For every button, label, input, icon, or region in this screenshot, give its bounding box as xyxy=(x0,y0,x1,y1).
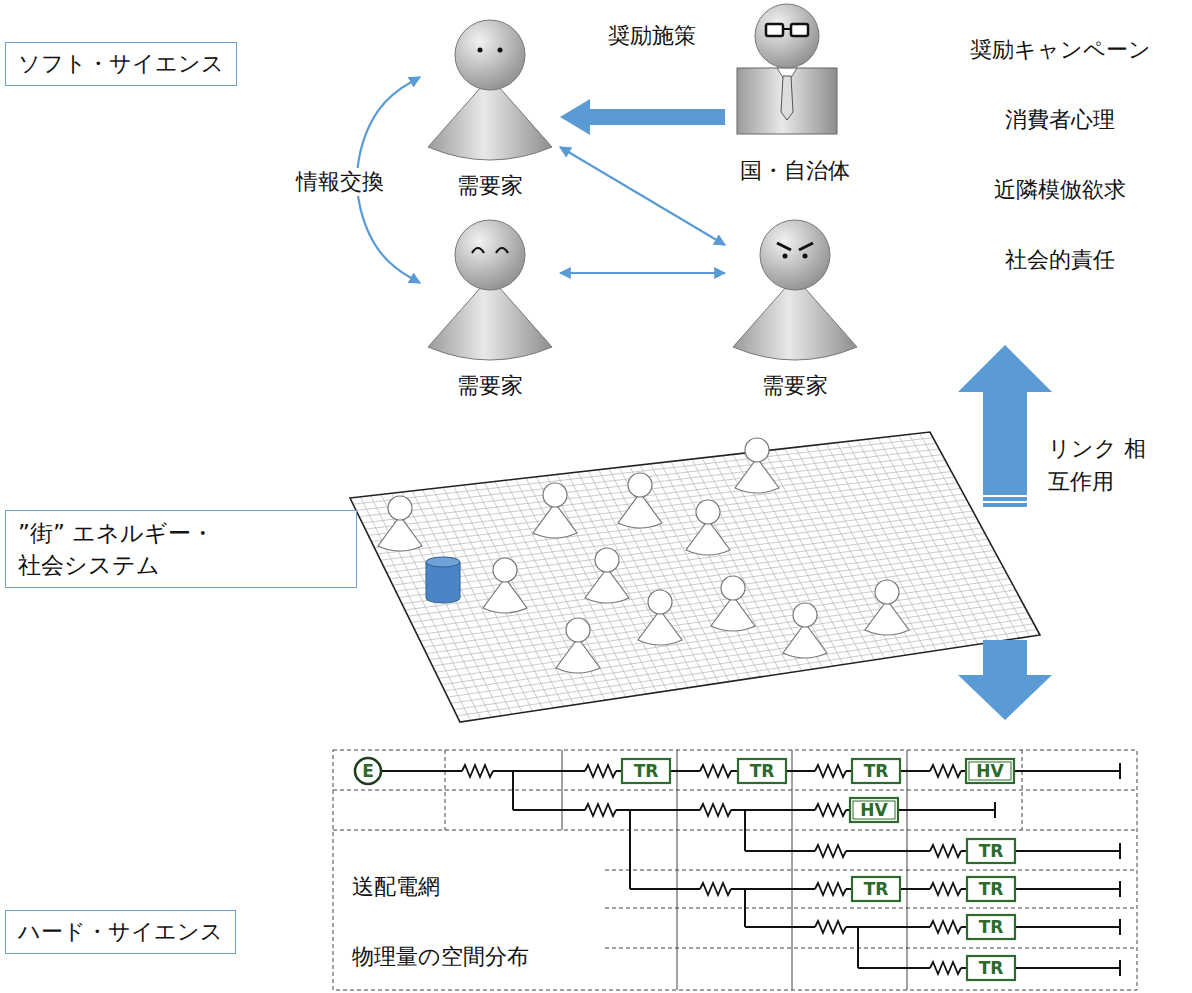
figure-icon xyxy=(725,215,865,365)
symbol-label: TR xyxy=(979,879,1004,899)
resident-figures xyxy=(378,438,909,673)
factor-label: 近隣模倣欲求 xyxy=(994,175,1126,205)
layer-box: ”街” エネルギー・社会システム xyxy=(5,510,357,588)
consumer-figure: 需要家 xyxy=(725,215,865,400)
connector-arrow xyxy=(560,99,725,135)
actor-label: 国・自治体 xyxy=(725,157,865,185)
figure-icon xyxy=(725,0,865,150)
consumer-figure: 需要家 xyxy=(420,15,560,200)
note-label: 物理量の空間分布 xyxy=(352,942,529,972)
symbol-label: HV xyxy=(976,761,1003,781)
link-arrow xyxy=(958,345,1052,720)
consumer-figure: 需要家 xyxy=(420,215,560,400)
symbol-label: TR xyxy=(979,917,1004,937)
connector-arrow xyxy=(560,147,725,245)
symbol-label: TR xyxy=(979,841,1004,861)
edge-label: 情報交換 xyxy=(293,168,387,196)
connector-arrow xyxy=(560,272,725,274)
factor-label: 社会的責任 xyxy=(1005,245,1115,275)
figure-icon xyxy=(420,15,560,165)
actor-label: 需要家 xyxy=(725,372,865,400)
layer-box: ハード・サイエンス xyxy=(5,910,236,954)
figure-icon xyxy=(420,215,560,365)
actor-label: 需要家 xyxy=(420,172,560,200)
symbol-label: HV xyxy=(860,800,887,820)
layer-box: ソフト・サイエンス xyxy=(5,42,237,86)
government-figure: 国・自治体 xyxy=(725,0,865,185)
town-plane xyxy=(350,432,1040,722)
factor-label: 奨励キャンペーン xyxy=(970,35,1151,65)
symbol-label: TR xyxy=(864,879,889,899)
symbol-label: TR xyxy=(634,761,659,781)
actor-label: 需要家 xyxy=(420,372,560,400)
symbol-label: E xyxy=(362,761,374,781)
layer-title: ”街” エネルギー・社会システム xyxy=(18,517,344,581)
symbol-label: TR xyxy=(979,958,1004,978)
edge-label: 奨励施策 xyxy=(605,22,699,50)
symbol-label: TR xyxy=(750,761,775,781)
note-label: 送配電網 xyxy=(352,872,440,902)
layer-title: ソフト・サイエンス xyxy=(18,49,224,79)
layer-title: ハード・サイエンス xyxy=(18,917,223,947)
symbol-label: TR xyxy=(864,761,889,781)
grid-schematic xyxy=(333,750,1137,990)
factor-label: 消費者心理 xyxy=(1005,105,1115,135)
note-label: リンク 相互作用 xyxy=(1048,432,1149,498)
